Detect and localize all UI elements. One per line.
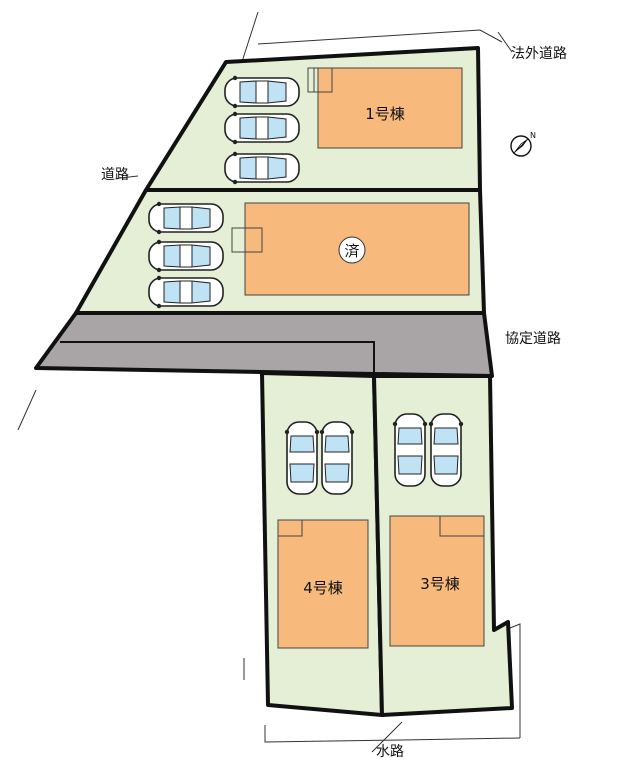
car-icon — [283, 421, 321, 495]
car-icon — [224, 111, 300, 145]
agreement-road-label: 協定道路 — [505, 331, 561, 347]
car-icon — [224, 75, 300, 109]
sold-mark-label: 済 — [344, 242, 359, 260]
building-1: 1号棟 — [307, 67, 463, 149]
car-icon — [148, 201, 224, 235]
car-icon — [318, 421, 356, 495]
building-3-label: 3号棟 — [420, 575, 460, 593]
building-3: 3号棟 — [389, 515, 485, 647]
building-4: 4号棟 — [277, 519, 369, 649]
agreement-road-area — [34, 311, 494, 378]
agreement-road-divider — [60, 341, 375, 376]
building-1-label: 1号棟 — [365, 105, 405, 123]
car-icon — [148, 239, 224, 274]
car-icon — [224, 151, 300, 185]
building-sold: 済 — [231, 202, 470, 296]
north-compass-icon: N — [510, 131, 536, 157]
waterway-label: 水路 — [376, 744, 404, 760]
building-4-label: 4号棟 — [303, 579, 343, 597]
sold-mark-circle — [338, 236, 366, 264]
road-label: 道路 — [101, 167, 129, 183]
north-label: N — [530, 131, 536, 140]
car-icon — [148, 274, 224, 310]
car-icon — [391, 413, 429, 487]
extralegal-road-label: 法外道路 — [511, 46, 567, 62]
car-icon — [427, 413, 465, 487]
